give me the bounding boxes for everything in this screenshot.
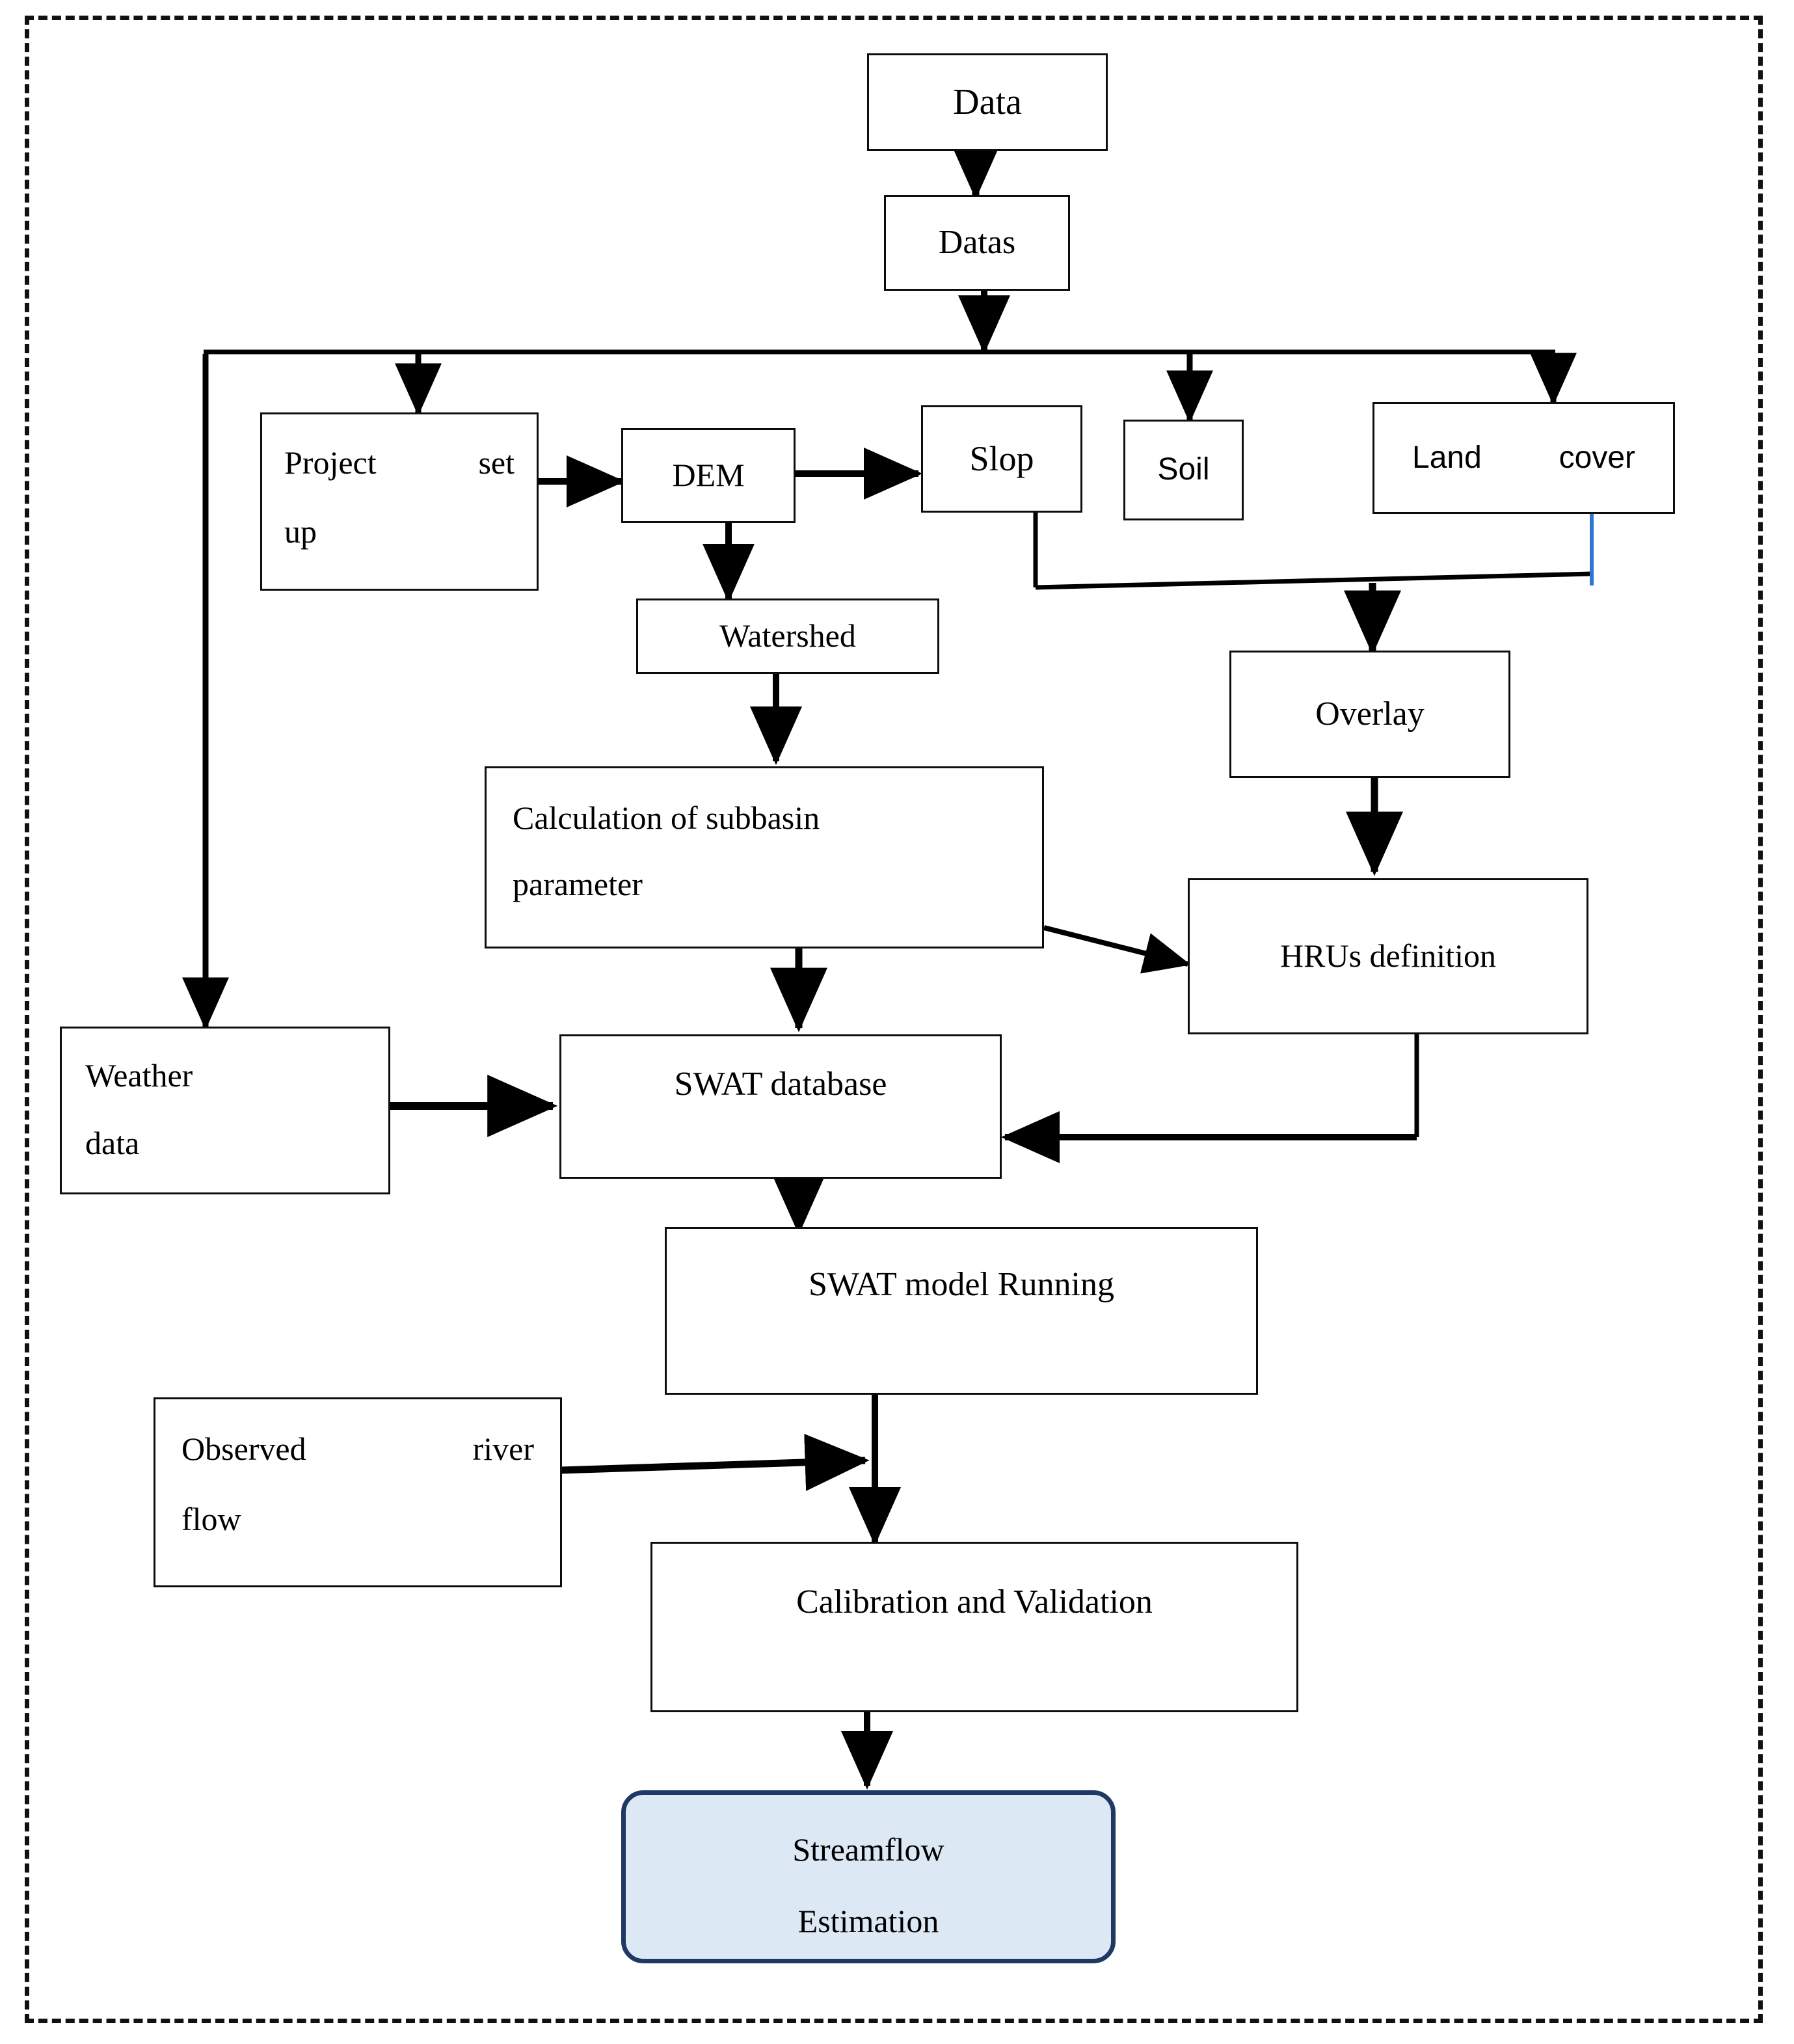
node-weather-line2: data <box>85 1124 140 1161</box>
node-observed-line1: Observed river <box>181 1431 534 1467</box>
edge-observed-to-calibration <box>560 1433 870 1491</box>
node-land-cover-line: Land cover <box>1412 440 1635 475</box>
node-swat-model-running-label: SWAT model Running <box>809 1266 1114 1303</box>
node-calculation-line2: parameter <box>513 865 643 902</box>
node-overlay[interactable]: Overlay <box>1229 651 1510 778</box>
node-calibration-label: Calibration and Validation <box>796 1583 1153 1620</box>
node-calibration-and-validation[interactable]: Calibration and Validation <box>650 1542 1298 1712</box>
node-weather-data[interactable]: Weather data <box>60 1027 390 1194</box>
node-overlay-label: Overlay <box>1315 695 1425 733</box>
node-slop-label: Slop <box>969 438 1034 478</box>
node-project-setup-line2: up <box>284 513 317 550</box>
node-data[interactable]: Data <box>867 53 1108 151</box>
node-land-cover[interactable]: Land cover <box>1372 402 1675 514</box>
node-calculation-of-subbasin-parameter[interactable]: Calculation of subbasin parameter <box>485 766 1044 948</box>
node-dem[interactable]: DEM <box>621 428 796 523</box>
node-streamflow-line2: Estimation <box>797 1902 939 1939</box>
edge-calculation-to-hrus <box>1043 925 1191 974</box>
dashed-boundary-frame <box>25 16 1763 2023</box>
node-datas-label: Datas <box>938 224 1016 262</box>
node-swat-model-running[interactable]: SWAT model Running <box>665 1227 1258 1395</box>
node-weather-line1: Weather <box>85 1057 193 1094</box>
node-observed-river-flow[interactable]: Observed river flow <box>154 1397 562 1587</box>
node-datas[interactable]: Datas <box>884 195 1070 291</box>
node-data-label: Data <box>953 81 1022 122</box>
node-watershed-label: Watershed <box>719 617 856 654</box>
node-dem-label: DEM <box>672 457 745 494</box>
node-project-setup[interactable]: Project set up <box>260 412 539 591</box>
node-calculation-line1: Calculation of subbasin <box>513 800 820 836</box>
node-observed-line2: flow <box>181 1500 241 1537</box>
node-swat-database[interactable]: SWAT database <box>559 1034 1002 1179</box>
node-slop[interactable]: Slop <box>921 405 1082 513</box>
edge-slop-to-junction <box>1035 571 1593 590</box>
node-hrus-label: HRUs definition <box>1280 937 1496 975</box>
node-swat-database-label: SWAT database <box>674 1066 887 1103</box>
node-soil[interactable]: Soil <box>1123 420 1244 520</box>
node-streamflow-line1: Streamflow <box>792 1831 944 1868</box>
node-soil-label: Soil <box>1157 452 1210 487</box>
node-watershed[interactable]: Watershed <box>636 598 939 674</box>
node-hrus-definition[interactable]: HRUs definition <box>1188 878 1588 1034</box>
node-project-setup-line1: Project set <box>284 444 515 481</box>
node-streamflow-estimation[interactable]: Streamflow Estimation <box>621 1790 1116 1963</box>
